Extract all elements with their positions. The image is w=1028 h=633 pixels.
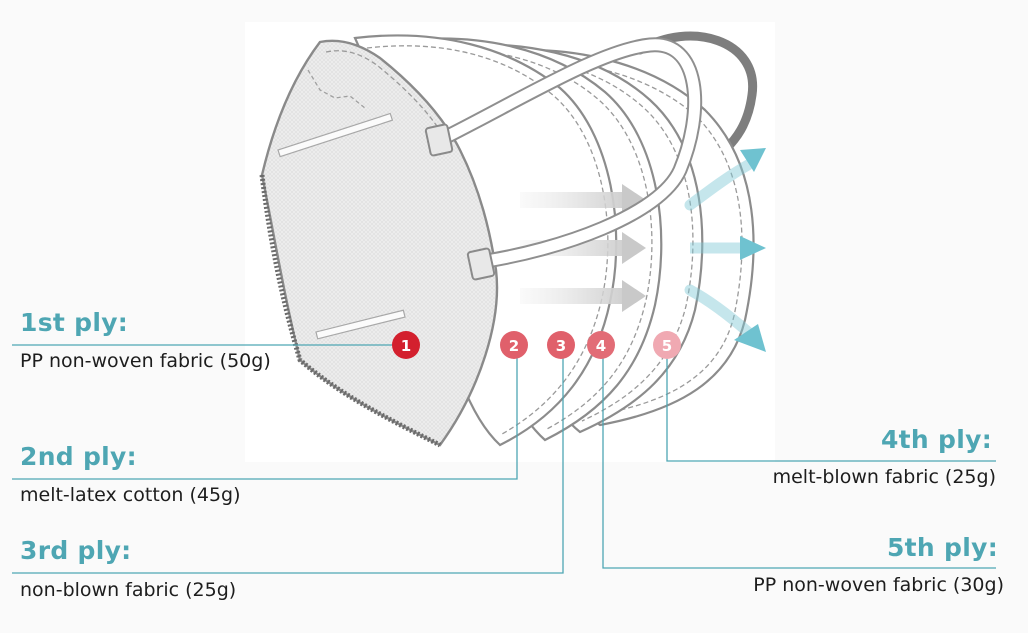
leader-line-3 xyxy=(12,345,564,574)
ear-loop-ring xyxy=(635,31,758,155)
svg-text:2: 2 xyxy=(509,337,519,355)
ply-3-description: non-blown fabric (25g) xyxy=(20,579,237,601)
svg-text:1: 1 xyxy=(401,337,411,355)
airflow-arrows-cyan xyxy=(684,148,766,352)
leader-line-2 xyxy=(12,345,518,480)
ply-5-title: 5th ply: xyxy=(886,533,998,562)
airflow-arrows-gray xyxy=(520,184,646,312)
svg-text:5: 5 xyxy=(662,337,672,355)
ply-1-title: 1st ply: xyxy=(20,308,129,337)
ply-5-description: PP non-woven fabric (30g) xyxy=(753,574,1004,596)
layer-badge-2: 2 xyxy=(500,331,528,359)
leader-lines xyxy=(12,344,996,574)
ear-strap xyxy=(424,37,703,281)
ply-1-description: PP non-woven fabric (50g) xyxy=(20,350,271,372)
ply-2-description: melt-latex cotton (45g) xyxy=(20,484,241,506)
ply-4-description: melt-blown fabric (25g) xyxy=(772,466,996,488)
leader-line-4 xyxy=(602,345,996,569)
layer-badge-4: 4 xyxy=(587,331,615,359)
leader-line-5 xyxy=(666,345,996,462)
ply-4-title: 4th ply: xyxy=(880,425,992,454)
svg-text:4: 4 xyxy=(596,337,606,355)
ply-3-title: 3rd ply: xyxy=(20,536,132,565)
layer-badge-5: 5 xyxy=(653,331,681,359)
layer-badge-1: 1 xyxy=(392,331,420,359)
layer-badge-3: 3 xyxy=(547,331,575,359)
ply-2-title: 2nd ply: xyxy=(20,442,137,471)
svg-text:3: 3 xyxy=(556,337,566,355)
